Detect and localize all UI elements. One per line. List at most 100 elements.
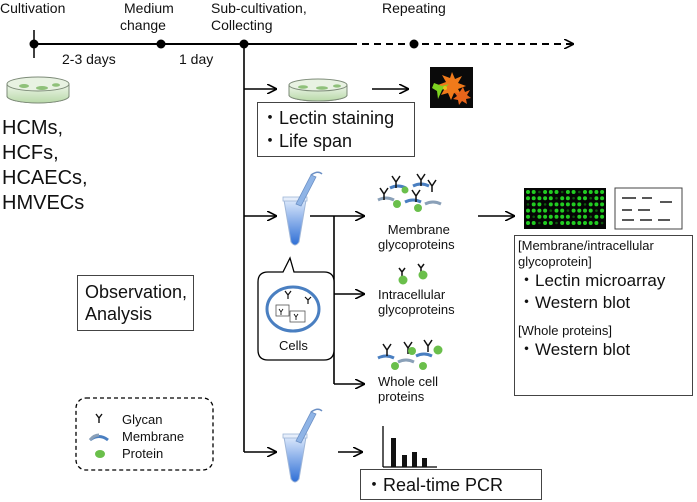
microarray-spot: [589, 215, 592, 219]
microarray-spot: [571, 221, 576, 225]
lectin-lifespan-box: ・Lectin staining ・Life span: [257, 102, 415, 157]
microarray-spot: [549, 209, 553, 212]
culture-dish-icon-2: [288, 78, 348, 102]
microarray-spot: [600, 208, 605, 213]
microarray-spot: [594, 214, 599, 219]
microarray-spot: [583, 196, 587, 201]
microarray-spot: [600, 214, 605, 219]
microarray-spot: [548, 190, 553, 194]
western-blot-label: ・Western blot: [518, 293, 631, 312]
microarray-spot: [526, 208, 530, 213]
microarray-spot: [594, 221, 599, 225]
microarray-spot: [543, 221, 548, 225]
microarray-spot: [572, 196, 575, 200]
culture-dish-icon: [6, 76, 70, 104]
cells-callout: [257, 256, 335, 361]
microarray-spot: [543, 203, 547, 206]
real-time-pcr-box: ・Real-time PCR: [360, 469, 542, 500]
cell-type-item: HCMs,: [2, 117, 64, 139]
microarray-spot: [531, 208, 536, 213]
membrane-glycoproteins-icon: [377, 173, 442, 212]
intracellular-glycoproteins-icon: [398, 263, 428, 285]
microarray-spot: [538, 190, 541, 194]
stage-repeating-label: Repeating: [382, 0, 446, 16]
microarray-spot: [583, 214, 587, 219]
microarray-spot: [565, 202, 570, 207]
microarray-spot: [572, 215, 575, 219]
cell-type-item: HMVECs: [2, 192, 85, 214]
analysis-methods-box: [Membrane/intracellular glycoprotein] ・L…: [514, 235, 693, 396]
microarray-spot: [560, 221, 565, 225]
microarray-spot: [588, 190, 593, 194]
microarray-spot: [566, 209, 570, 212]
microarray-spot: [578, 190, 581, 194]
microarray-spot: [577, 196, 582, 201]
whole-cell-proteins-icon: [377, 339, 443, 370]
microarray-spot: [600, 190, 605, 194]
cell-type-item: HCFs,: [2, 142, 59, 164]
microarray-spot: [594, 202, 599, 207]
timeline-node-cultivation: [29, 39, 39, 49]
microarray-spot: [543, 208, 548, 213]
microarray-spot: [531, 190, 536, 194]
lectin-staining-image: [430, 67, 473, 108]
microarray-spot: [600, 196, 605, 201]
microarray-spot: [537, 196, 542, 201]
microarray-spot: [594, 190, 599, 194]
microarray-spot: [543, 190, 548, 194]
microarray-spot: [577, 208, 582, 213]
lectin-staining-label: ・Lectin staining: [261, 108, 395, 128]
microarray-spot: [583, 203, 587, 206]
microarray-spot: [555, 221, 558, 225]
stage-medium-label-line1: Medium: [124, 0, 174, 16]
microarray-spot: [583, 190, 587, 194]
stage-cultivation-label: Cultivation: [0, 0, 66, 16]
timeline: [29, 30, 574, 58]
cell-membrane-ring: [265, 285, 321, 333]
real-time-pcr-label: ・Real-time PCR: [365, 475, 504, 495]
microarray-spot: [577, 221, 582, 225]
microarray-spot: [554, 202, 559, 207]
membrane-intracellular-header: [Membrane/intracellular: [518, 238, 654, 253]
interval-2-3-days-label: 2-3 days: [62, 51, 116, 67]
microarray-spot: [548, 196, 553, 201]
microarray-spot: [565, 214, 570, 219]
microarray-spot: [554, 190, 559, 194]
microarray-spot: [537, 214, 542, 219]
western-blot-image: [614, 187, 683, 230]
legend-protein-label: Protein: [122, 446, 164, 461]
microarray-spot: [565, 196, 570, 201]
interval-1-day-label: 1 day: [179, 51, 214, 67]
microarray-spot: [595, 209, 598, 212]
glycoprotein-header: glycoprotein]: [518, 254, 592, 269]
microarray-spot: [594, 196, 599, 201]
legend-membrane-label: Membrane: [122, 429, 185, 444]
legend-box: [75, 397, 214, 471]
microarray-spot: [537, 202, 542, 207]
microarray-spot: [565, 221, 570, 225]
pcr-bar-graph-icon: [382, 426, 437, 468]
cells-label: Cells: [279, 338, 308, 353]
lectin-microarray-image: [524, 188, 606, 229]
life-span-label: ・Life span: [261, 131, 353, 151]
microarray-spot: [543, 214, 548, 219]
microarray-spot: [537, 208, 542, 213]
microarray-spot: [526, 203, 530, 206]
stage-subcultivation-label-line1: Sub-cultivation,: [211, 0, 307, 16]
protein-legend-icon: [95, 450, 105, 458]
observation-analysis-box: Observation, Analysis: [77, 275, 194, 331]
observation-label: Observation,: [85, 282, 188, 302]
microarray-spot: [589, 196, 592, 200]
microarray-spot: [600, 221, 604, 225]
lectin-microarray-label: ・Lectin microarray: [518, 271, 666, 290]
microarray-spot: [565, 190, 570, 194]
western-blot-label-2: ・Western blot: [518, 340, 631, 359]
centrifuge-tube-icon-2: [282, 408, 323, 483]
centrifuge-tube-icon: [282, 171, 323, 246]
microarray-spot: [554, 214, 559, 219]
microarray-spot: [538, 221, 541, 225]
microarray-spot: [560, 190, 564, 194]
microarray-spot: [531, 202, 536, 207]
microarray-spot: [583, 208, 587, 213]
